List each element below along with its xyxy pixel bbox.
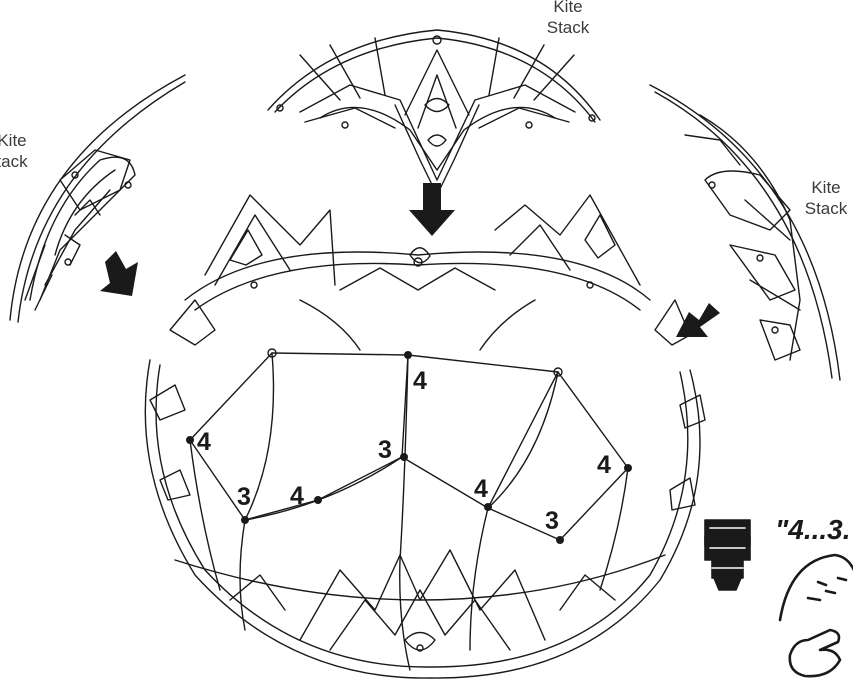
arrow-diagonal-icon [100,251,138,296]
bolt-number: 3 [378,436,392,464]
arrow-diagonal-icon [676,303,720,337]
bolt-number: 4 [290,482,304,510]
sphere-body [145,195,705,678]
arrow-down-icon [409,183,455,236]
bolt-nut-icon [705,520,750,590]
bolt-number: 3 [237,483,251,511]
bolt-number: 3 [545,507,559,535]
kite-stack-left [10,75,185,322]
bolt-number: 4 [197,428,211,456]
kite-stack-top [268,30,600,195]
bolt-dots [186,351,632,544]
bolt-order-quote: "4...3. [775,514,851,546]
bolt-number: 4 [413,367,427,395]
bolt-number: 4 [474,475,488,503]
thinking-face-icon [780,555,853,676]
bolt-number: 4 [597,451,611,479]
bolt-numbers: 4 3 4 4 3 4 4 3 [197,367,611,535]
